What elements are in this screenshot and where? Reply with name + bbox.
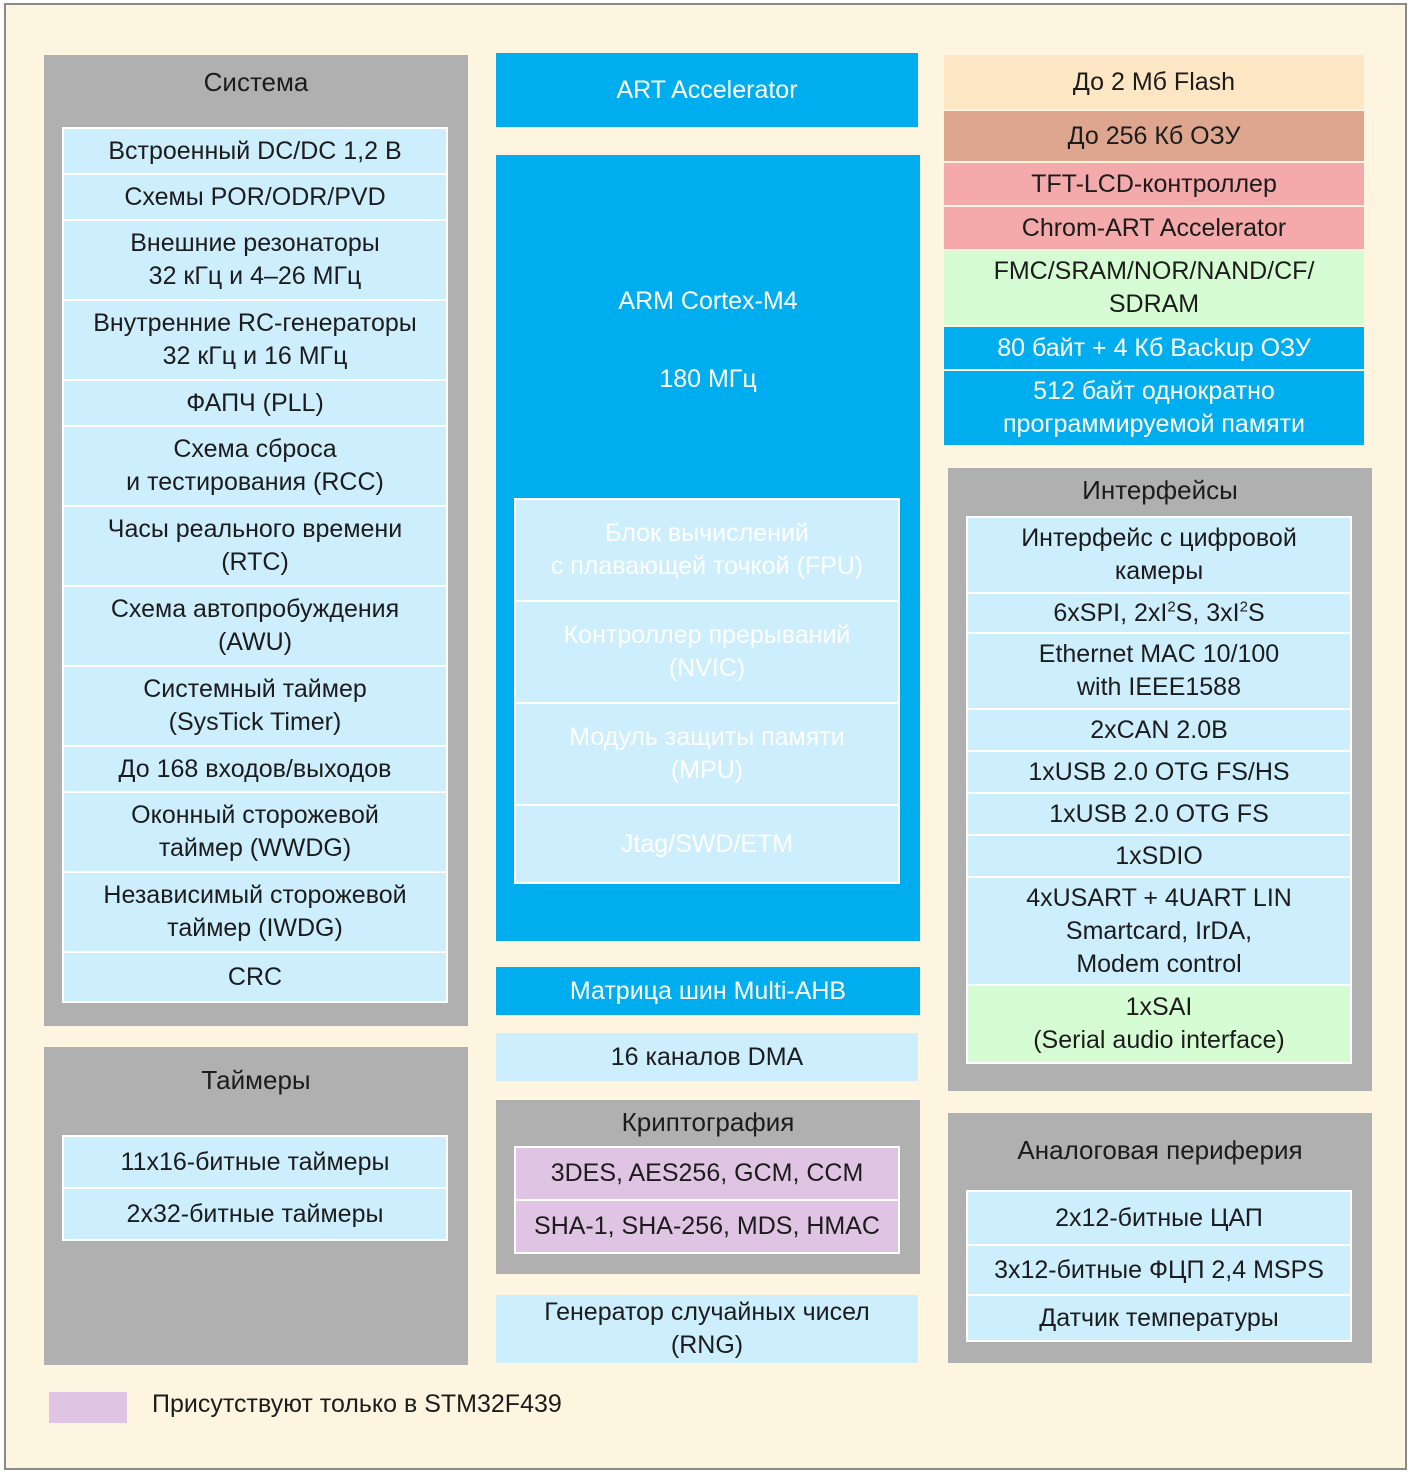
crypto-item: SHA-1, SHA-256, MDS, HMAC: [516, 1201, 898, 1252]
sistema-list: Встроенный DC/DC 1,2 В Схемы POR/ODR/PVD…: [62, 127, 448, 1003]
freq-label: 180 МГц: [659, 365, 757, 393]
crypto-group: Криптография 3DES, AES256, GCM, CCM SHA-…: [496, 1100, 920, 1274]
core-unit: Модуль защиты памяти(MPU): [516, 704, 898, 804]
sistema-item: Системный таймер(SysTick Timer): [64, 667, 446, 745]
crypto-list: 3DES, AES256, GCM, CCM SHA-1, SHA-256, M…: [514, 1146, 900, 1254]
taimery-group: Таймеры 11x16-битные таймеры 2x32-битные…: [44, 1047, 468, 1365]
crypto-title: Криптография: [621, 1107, 795, 1137]
analog-item: Датчик температуры: [968, 1296, 1350, 1340]
taimery-item: 2x32-битные таймеры: [64, 1189, 446, 1239]
block-diagram: Система Встроенный DC/DC 1,2 В Схемы POR…: [4, 3, 1407, 1470]
cpu-label: ARM Cortex-M4: [618, 287, 798, 315]
dma-channels: 16 каналов DMA: [496, 1033, 918, 1081]
taimery-title: Таймеры: [201, 1065, 311, 1095]
memory-chrom-art: Chrom-ART Accelerator: [944, 207, 1364, 249]
legend-label: Присутствуют только в STM32F439: [152, 1390, 562, 1418]
memory-fmc: FMC/SRAM/NOR/NAND/CF/SDRAM: [944, 251, 1364, 325]
analog-item: 2x12-битные ЦАП: [968, 1192, 1350, 1244]
bus-matrix: Матрица шин Multi-AHB: [496, 967, 920, 1015]
sistema-item: CRC: [64, 953, 446, 1001]
interface-item: 1xUSB 2.0 OTG FS/HS: [968, 752, 1350, 792]
legend-swatch: [49, 1392, 127, 1423]
interface-item-sai: 1xSAI(Serial audio interface): [968, 986, 1350, 1062]
memory-backup: 80 байт + 4 Кб Backup ОЗУ: [944, 327, 1364, 369]
core-unit: Контроллер прерываний(NVIC): [516, 602, 898, 702]
sistema-item: Схемы POR/ODR/PVD: [64, 175, 446, 219]
interface-item: 2xCAN 2.0B: [968, 710, 1350, 750]
interface-item: 1xSDIO: [968, 836, 1350, 876]
core-unit: Jtag/SWD/ETM: [516, 806, 898, 882]
analog-list: 2x12-битные ЦАП 3x12-битные ФЦП 2,4 MSPS…: [966, 1190, 1352, 1342]
memory-flash: До 2 Мб Flash: [944, 55, 1364, 109]
art-accelerator: ART Accelerator: [496, 53, 918, 127]
interfaces-title: Интерфейсы: [1082, 475, 1238, 505]
sistema-item: Встроенный DC/DC 1,2 В: [64, 129, 446, 173]
sistema-item: До 168 входов/выходов: [64, 747, 446, 791]
taimery-item: 11x16-битные таймеры: [64, 1137, 446, 1187]
crypto-item: 3DES, AES256, GCM, CCM: [516, 1148, 898, 1199]
analog-title: Аналоговая периферия: [1017, 1135, 1303, 1165]
analog-item: 3x12-битные ФЦП 2,4 MSPS: [968, 1246, 1350, 1294]
memory-tft-lcd: TFT-LCD-контроллер: [944, 163, 1364, 205]
memory-ram: До 256 Кб ОЗУ: [944, 111, 1364, 161]
sistema-item: Схема автопробуждения(AWU): [64, 587, 446, 665]
interface-item-spi: 6xSPI, 2xI2S, 3xI2S: [968, 594, 1350, 632]
analog-group: Аналоговая периферия 2x12-битные ЦАП 3x1…: [948, 1113, 1372, 1363]
taimery-list: 11x16-битные таймеры 2x32-битные таймеры: [62, 1135, 448, 1241]
interface-item: 1xUSB 2.0 OTG FS: [968, 794, 1350, 834]
sistema-group: Система Встроенный DC/DC 1,2 В Схемы POR…: [44, 55, 468, 1026]
rng-block: Генератор случайных чисел(RNG): [496, 1295, 918, 1363]
sistema-item: Часы реального времени(RTC): [64, 507, 446, 585]
sistema-title: Система: [203, 67, 309, 97]
sistema-item: ФАПЧ (PLL): [64, 381, 446, 425]
